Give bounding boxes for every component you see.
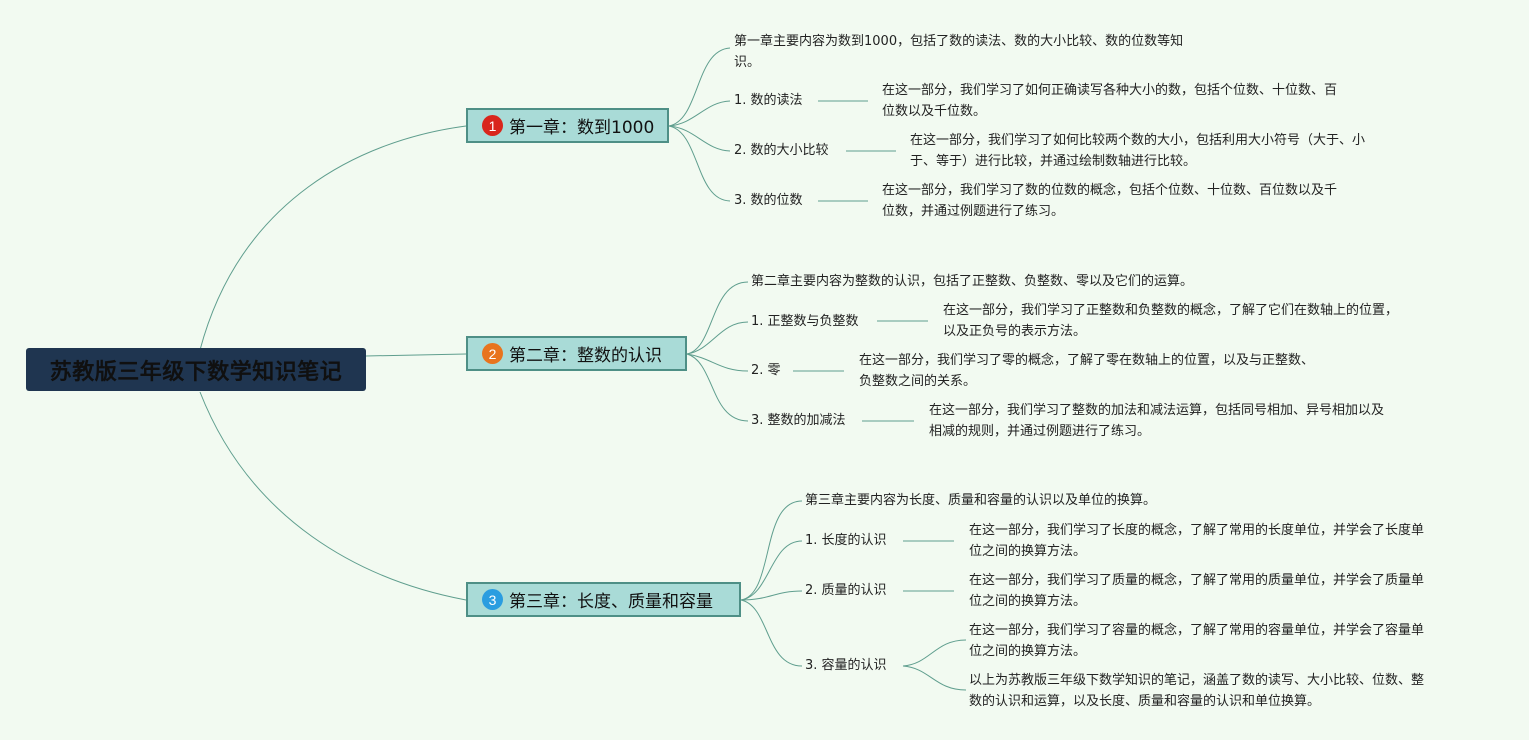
desc-line: 位数以及千位数。 [882,104,987,119]
desc-line: 位数，并通过例题进行了练习。 [882,204,1065,219]
desc-line: 在这一部分，我们学习了长度的概念，了解了常用的长度单位，并学会了长度单 [969,523,1425,538]
topic-1-3-label[interactable]: 3. 数的位数 [734,193,803,208]
chapter-2-summary[interactable]: 第二章主要内容为整数的认识，包括了正整数、负整数、零以及它们的运算。 [751,271,1193,292]
chapter-2-node[interactable]: 2 第二章：整数的认识 [466,336,687,371]
desc-line: 数的认识和运算，以及长度、质量和容量的认识和单位换算。 [969,694,1321,709]
topic-3-3-label[interactable]: 3. 容量的认识 [805,658,887,673]
chapter-3-summary[interactable]: 第三章主要内容为长度、质量和容量的认识以及单位的换算。 [805,490,1156,511]
summary-line: 识。 [734,55,761,70]
topic-1-1-label[interactable]: 1. 数的读法 [734,93,803,108]
chapter-3-node[interactable]: 3 第三章：长度、质量和容量 [466,582,741,617]
topic-3-3-conclusion[interactable]: 以上为苏教版三年级下数学知识的笔记，涵盖了数的读写、大小比较、位数、整 数的认识… [969,670,1424,712]
desc-line: 在这一部分，我们学习了如何比较两个数的大小，包括利用大小符号（大于、小 [910,133,1366,148]
desc-line: 在这一部分，我们学习了零的概念，了解了零在数轴上的位置，以及与正整数、 [859,353,1315,368]
desc-line: 在这一部分，我们学习了质量的概念，了解了常用的质量单位，并学会了质量单 [969,573,1425,588]
desc-line: 以及正负号的表示方法。 [943,324,1087,339]
topic-2-1-label[interactable]: 1. 正整数与负整数 [751,314,859,329]
desc-line: 位之间的换算方法。 [969,594,1087,609]
topic-3-1-label[interactable]: 1. 长度的认识 [805,533,887,548]
number-1-badge-icon: 1 [482,115,503,136]
desc-line: 相减的规则，并通过例题进行了练习。 [929,424,1151,439]
topic-3-2-desc[interactable]: 在这一部分，我们学习了质量的概念，了解了常用的质量单位，并学会了质量单 位之间的… [969,570,1424,612]
desc-line: 在这一部分，我们学习了数的位数的概念，包括个位数、十位数、百位数以及千 [882,183,1338,198]
chapter-1-title: 第一章：数到1000 [509,118,655,138]
topic-2-2-desc[interactable]: 在这一部分，我们学习了零的概念，了解了零在数轴上的位置，以及与正整数、 负整数之… [859,350,1314,392]
root-node[interactable]: 苏教版三年级下数学知识笔记 [26,348,366,391]
desc-line: 在这一部分，我们学习了整数的加法和减法运算，包括同号相加、异号相加以及 [929,403,1385,418]
chapter-3-title: 第三章：长度、质量和容量 [509,592,713,612]
topic-3-3-desc[interactable]: 在这一部分，我们学习了容量的概念，了解了常用的容量单位，并学会了容量单 位之间的… [969,620,1424,662]
topic-1-3-desc[interactable]: 在这一部分，我们学习了数的位数的概念，包括个位数、十位数、百位数以及千 位数，并… [882,180,1337,222]
desc-line: 在这一部分，我们学习了容量的概念，了解了常用的容量单位，并学会了容量单 [969,623,1425,638]
chapter-1-summary[interactable]: 第一章主要内容为数到1000，包括了数的读法、数的大小比较、数的位数等知 识。 [734,31,1183,73]
chapter-2-title: 第二章：整数的认识 [509,346,662,366]
desc-line: 位之间的换算方法。 [969,644,1087,659]
topic-3-2-label[interactable]: 2. 质量的认识 [805,583,887,598]
topic-2-1-desc[interactable]: 在这一部分，我们学习了正整数和负整数的概念，了解了它们在数轴上的位置， 以及正负… [943,300,1398,342]
desc-line: 在这一部分，我们学习了正整数和负整数的概念，了解了它们在数轴上的位置， [943,303,1399,318]
summary-line: 第三章主要内容为长度、质量和容量的认识以及单位的换算。 [805,493,1157,508]
topic-1-2-desc[interactable]: 在这一部分，我们学习了如何比较两个数的大小，包括利用大小符号（大于、小 于、等于… [910,130,1365,172]
number-3-badge-icon: 3 [482,589,503,610]
topic-1-2-label[interactable]: 2. 数的大小比较 [734,143,829,158]
topic-2-2-label[interactable]: 2. 零 [751,363,781,378]
desc-line: 于、等于）进行比较，并通过绘制数轴进行比较。 [910,154,1197,169]
chapter-1-node[interactable]: 1 第一章：数到1000 [466,108,669,143]
topic-3-1-desc[interactable]: 在这一部分，我们学习了长度的概念，了解了常用的长度单位，并学会了长度单 位之间的… [969,520,1424,562]
desc-line: 在这一部分，我们学习了如何正确读写各种大小的数，包括个位数、十位数、百 [882,83,1338,98]
topic-2-3-label[interactable]: 3. 整数的加减法 [751,413,846,428]
number-2-badge-icon: 2 [482,343,503,364]
desc-line: 负整数之间的关系。 [859,374,977,389]
desc-line: 以上为苏教版三年级下数学知识的笔记，涵盖了数的读写、大小比较、位数、整 [969,673,1425,688]
desc-line: 位之间的换算方法。 [969,544,1087,559]
topic-2-3-desc[interactable]: 在这一部分，我们学习了整数的加法和减法运算，包括同号相加、异号相加以及 相减的规… [929,400,1384,442]
root-title: 苏教版三年级下数学知识笔记 [49,359,343,385]
summary-line: 第二章主要内容为整数的认识，包括了正整数、负整数、零以及它们的运算。 [751,274,1194,289]
topic-1-1-desc[interactable]: 在这一部分，我们学习了如何正确读写各种大小的数，包括个位数、十位数、百 位数以及… [882,80,1337,122]
summary-line: 第一章主要内容为数到1000，包括了数的读法、数的大小比较、数的位数等知 [734,34,1184,49]
